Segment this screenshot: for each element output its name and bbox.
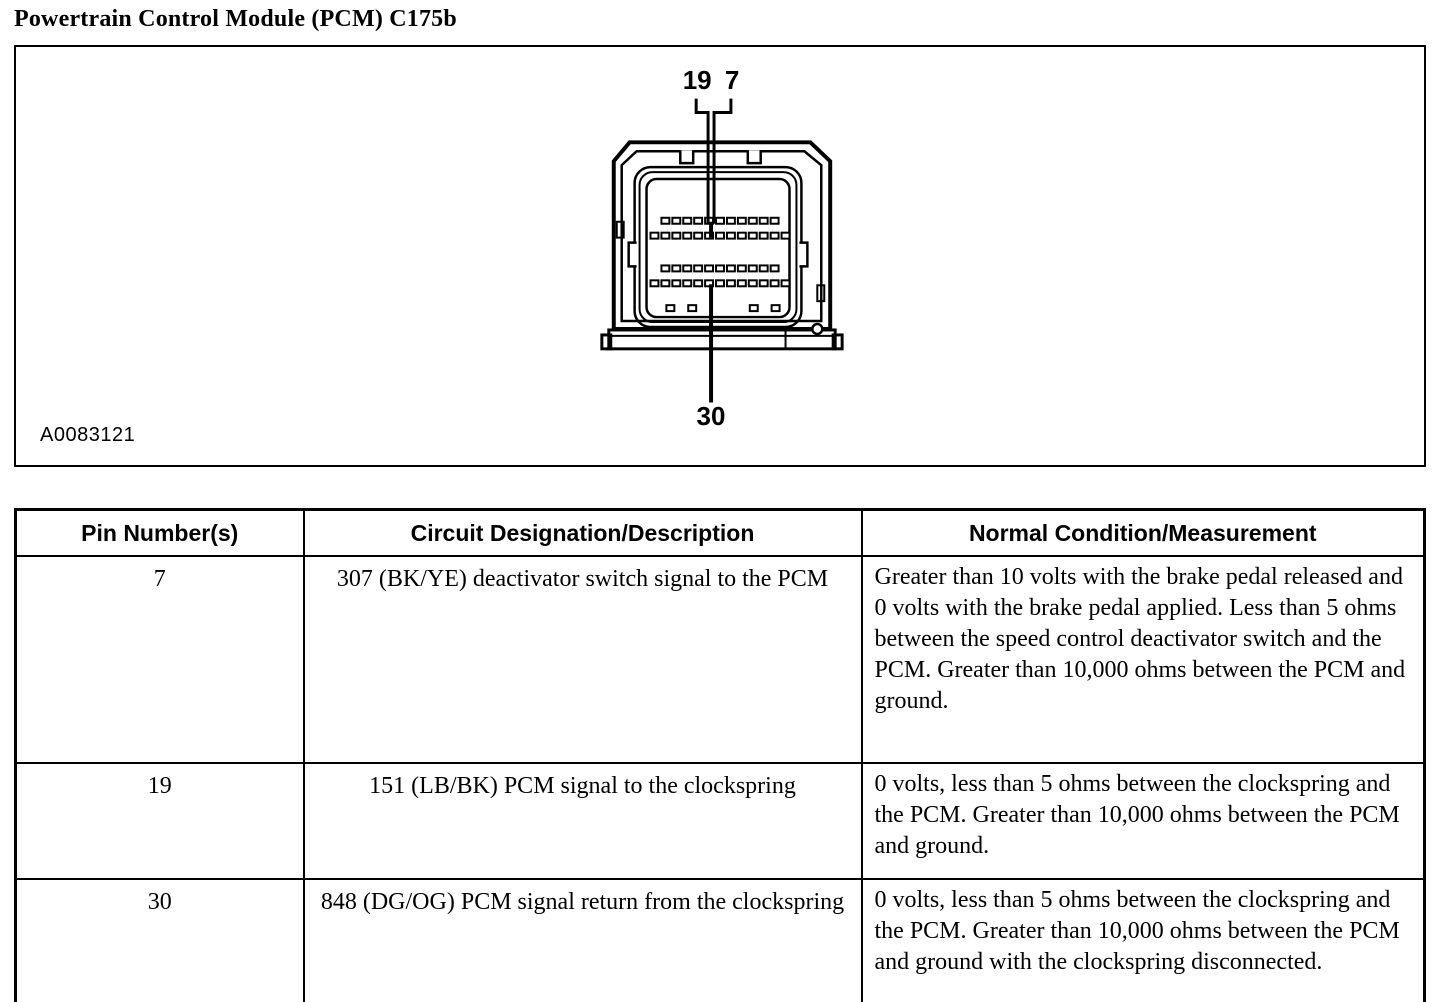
- pin-table: Pin Number(s) Circuit Designation/Descri…: [14, 508, 1426, 1002]
- circuit-description-cell: 307 (BK/YE) deactivator switch signal to…: [302, 555, 863, 764]
- connector-figure: 19 7 30 A0083121: [14, 45, 1426, 467]
- pin-number-cell: 7: [14, 555, 305, 764]
- connector-cavity: [627, 165, 809, 329]
- table-header-row: Pin Number(s) Circuit Designation/Descri…: [14, 508, 1426, 557]
- page-title: Powertrain Control Module (PCM) C175b: [14, 6, 457, 32]
- pin-callout-top: 19 7: [682, 65, 740, 95]
- pin-callout-bottom: 30: [696, 401, 726, 431]
- table-row: 7 307 (BK/YE) deactivator switch signal …: [14, 555, 1426, 764]
- pcm-connector-diagram: [600, 98, 844, 403]
- mounting-hole-icon: [811, 322, 824, 336]
- pin-number-cell: 30: [14, 878, 305, 1002]
- pin-number-cell: 19: [14, 762, 305, 880]
- leader-line-top: [694, 98, 733, 238]
- normal-condition-cell: 0 volts, less than 5 ohms between the cl…: [860, 878, 1426, 1002]
- table-row: 30 848 (DG/OG) PCM signal return from th…: [14, 878, 1426, 1002]
- normal-condition-cell: Greater than 10 volts with the brake ped…: [860, 555, 1426, 764]
- circuit-description-cell: 151 (LB/BK) PCM signal to the clocksprin…: [302, 762, 863, 880]
- normal-condition-cell: 0 volts, less than 5 ohms between the cl…: [860, 762, 1426, 880]
- table-row: 19 151 (LB/BK) PCM signal to the clocksp…: [14, 762, 1426, 880]
- figure-id: A0083121: [40, 424, 136, 446]
- circuit-description-cell: 848 (DG/OG) PCM signal return from the c…: [302, 878, 863, 1002]
- header-normal-condition: Normal Condition/Measurement: [860, 508, 1426, 557]
- header-circuit-designation: Circuit Designation/Description: [302, 508, 863, 557]
- pin-grid: [649, 216, 791, 313]
- header-pin-numbers: Pin Number(s): [14, 508, 305, 557]
- connector-outer-shell: [600, 140, 844, 351]
- connector-inner-shell: [615, 150, 826, 323]
